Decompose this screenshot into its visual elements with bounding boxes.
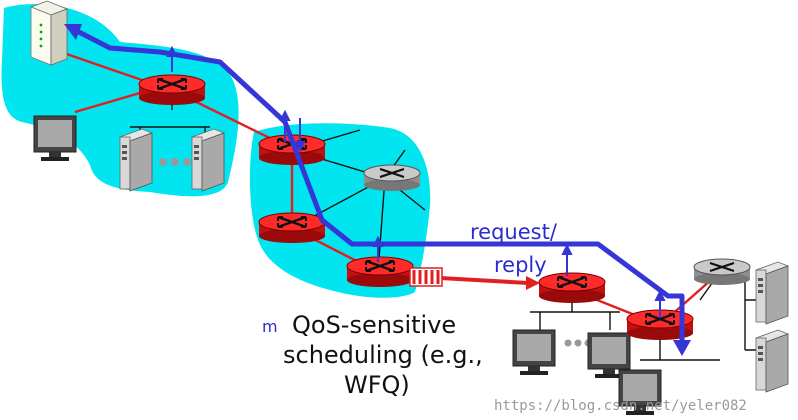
ellipsis-dots	[564, 339, 592, 347]
qos-label-line2: scheduling (e.g.,	[283, 341, 483, 369]
server-icon	[119, 128, 153, 192]
request-reply-arrows	[166, 45, 666, 318]
router-icon	[692, 257, 752, 287]
router-icon	[537, 271, 607, 305]
qos-label-line1: QoS-sensitive	[292, 311, 456, 339]
bullet-icon: m	[262, 317, 278, 336]
server-icon	[191, 128, 225, 192]
qos-flow-path	[73, 27, 685, 342]
watermark: https://blog.csdn.net/yeler082	[494, 398, 747, 414]
qos-label-line3: WFQ)	[344, 371, 410, 399]
qos-link-arrow	[439, 276, 529, 285]
request-label: request/	[470, 220, 558, 244]
arrow-icon	[673, 340, 691, 356]
arrow-icon	[526, 276, 540, 290]
router-icon	[362, 163, 422, 193]
arrow-icon	[64, 24, 82, 40]
router-icon	[345, 255, 415, 289]
modem-icon	[29, 0, 69, 66]
router-icon	[257, 211, 327, 245]
server-icon	[755, 329, 789, 393]
ellipsis-dots	[159, 158, 191, 166]
router-icon	[137, 73, 207, 107]
monitor-icon	[512, 329, 556, 376]
reply-label: reply	[494, 253, 547, 277]
queue-buffer-icon	[409, 267, 443, 287]
server-icon	[755, 261, 789, 325]
monitor-icon	[33, 115, 77, 162]
